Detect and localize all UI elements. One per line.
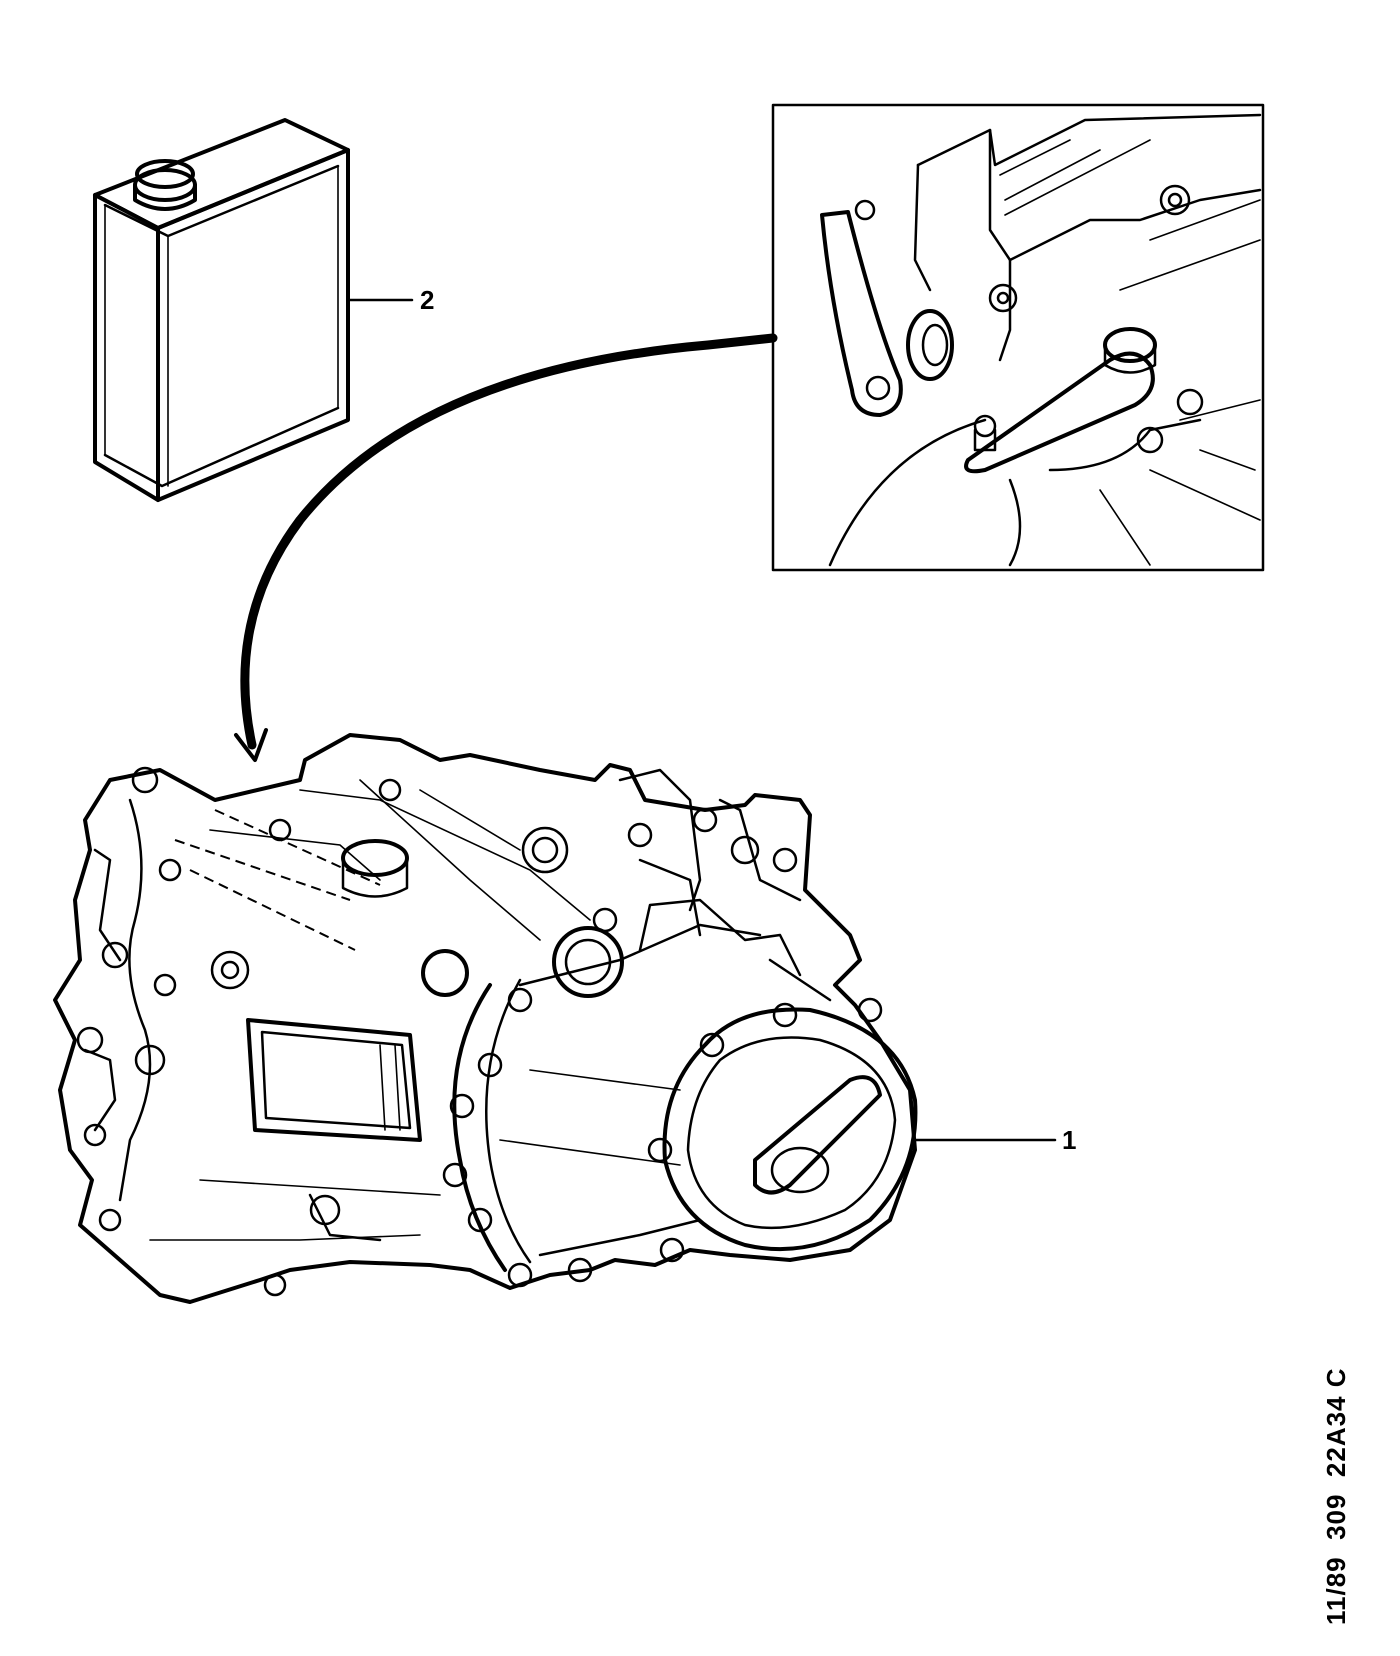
callout-label-2: 2 [420, 285, 434, 315]
diagram-reference-code: 11/89 309 22A34 C [1321, 1367, 1351, 1625]
gearbox-illustration: 1 [53, 733, 1076, 1304]
oil-can-illustration: 2 [93, 118, 434, 502]
callout-label-1: 1 [1062, 1125, 1076, 1155]
detail-inset [771, 103, 1265, 572]
connector-arrow [234, 333, 778, 762]
